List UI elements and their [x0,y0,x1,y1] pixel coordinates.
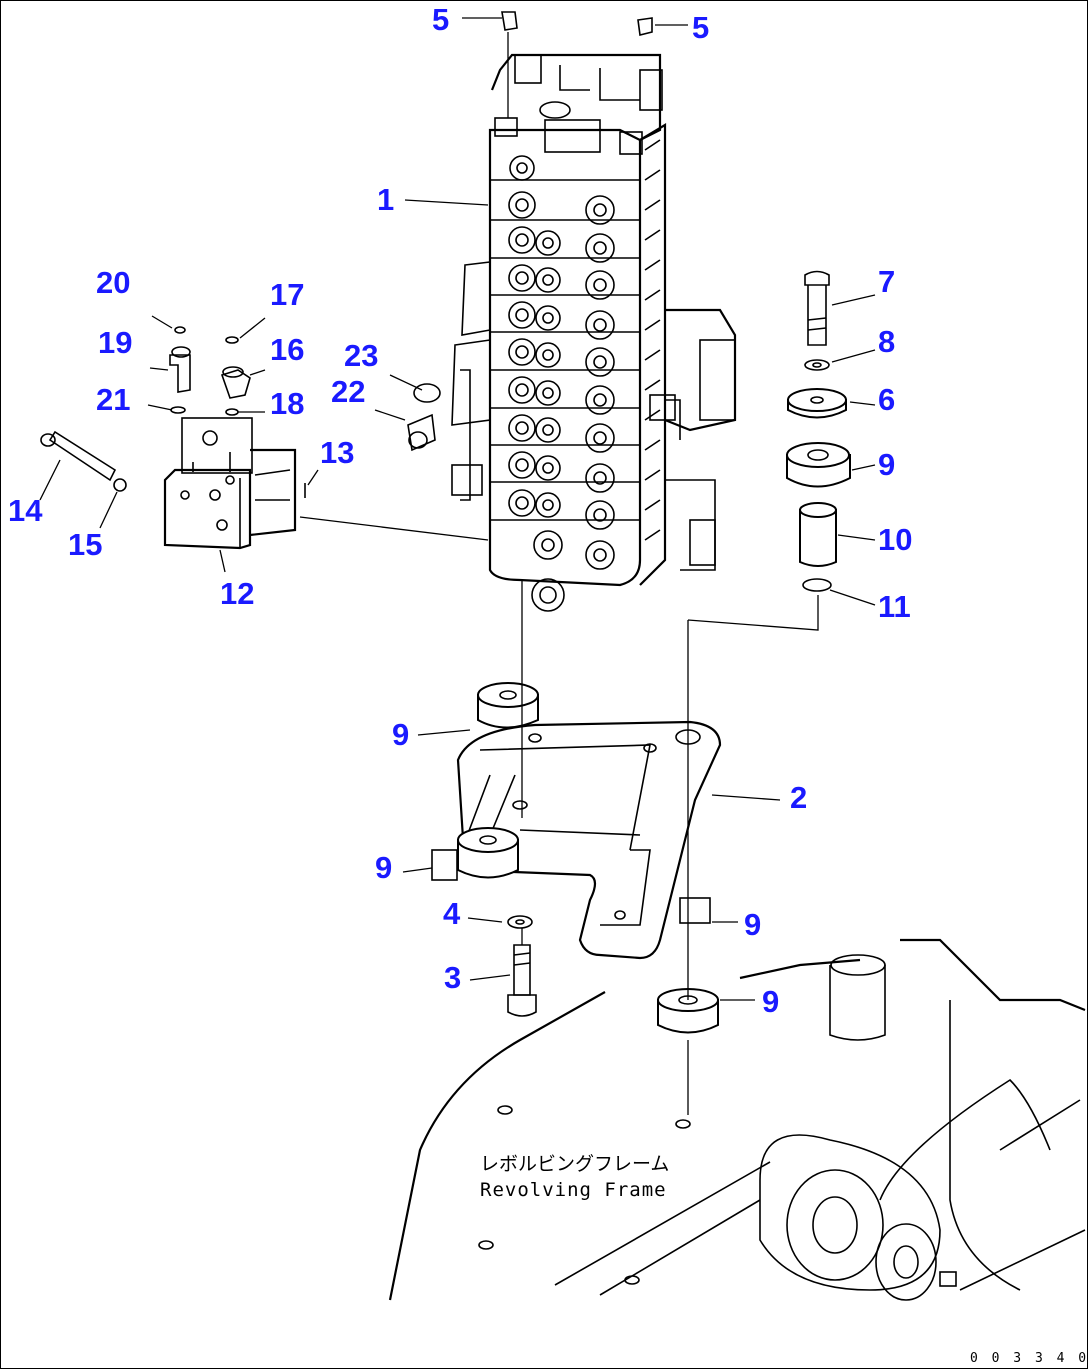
callout-18: 18 [270,386,304,421]
callout-8: 8 [878,324,895,359]
drawing-code: 0 0 3 3 4 0 4 1 [970,1351,1090,1366]
control-valve [451,53,737,612]
callout-23: 23 [344,338,378,373]
callout-11: 11 [878,589,911,624]
small-parts [40,11,653,1017]
callout-13: 13 [320,435,354,470]
callout-3: 3 [444,960,461,995]
callout-19: 19 [98,325,132,360]
callout-5-right: 5 [692,10,709,45]
callout-5-left: 5 [432,2,449,37]
callout-4: 4 [443,896,461,931]
frame-label-jp: レボルビングフレーム [480,1153,669,1175]
callout-21: 21 [96,382,130,417]
callout-1: 1 [377,182,394,217]
callout-22: 22 [331,374,365,409]
rubber-mounts [431,442,851,1034]
callout-14: 14 [8,493,43,528]
callout-16: 16 [270,332,304,367]
callout-7: 7 [878,264,895,299]
selector-block [163,417,297,550]
callout-17: 17 [270,277,304,312]
callout-2: 2 [790,780,807,815]
callout-9-upper-right: 9 [878,447,895,482]
callout-20: 20 [96,265,130,300]
revolving-frame: レボルビングフレーム Revolving Frame [388,938,1086,1301]
callout-15: 15 [68,527,102,562]
callout-9-left-lower: 9 [375,850,392,885]
callout-9-right: 9 [744,907,761,942]
callout-6: 6 [878,382,895,417]
callouts: 5 5 1 20 17 19 16 23 22 21 18 13 14 15 1… [8,2,912,1019]
callout-9-left-upper: 9 [392,717,409,752]
leader-lines [39,17,876,1115]
callout-12: 12 [220,576,254,611]
mount-hardware-stack [787,270,847,592]
callout-9-bottom: 9 [762,984,779,1019]
frame-label-en: Revolving Frame [480,1179,667,1201]
callout-10: 10 [878,522,912,557]
